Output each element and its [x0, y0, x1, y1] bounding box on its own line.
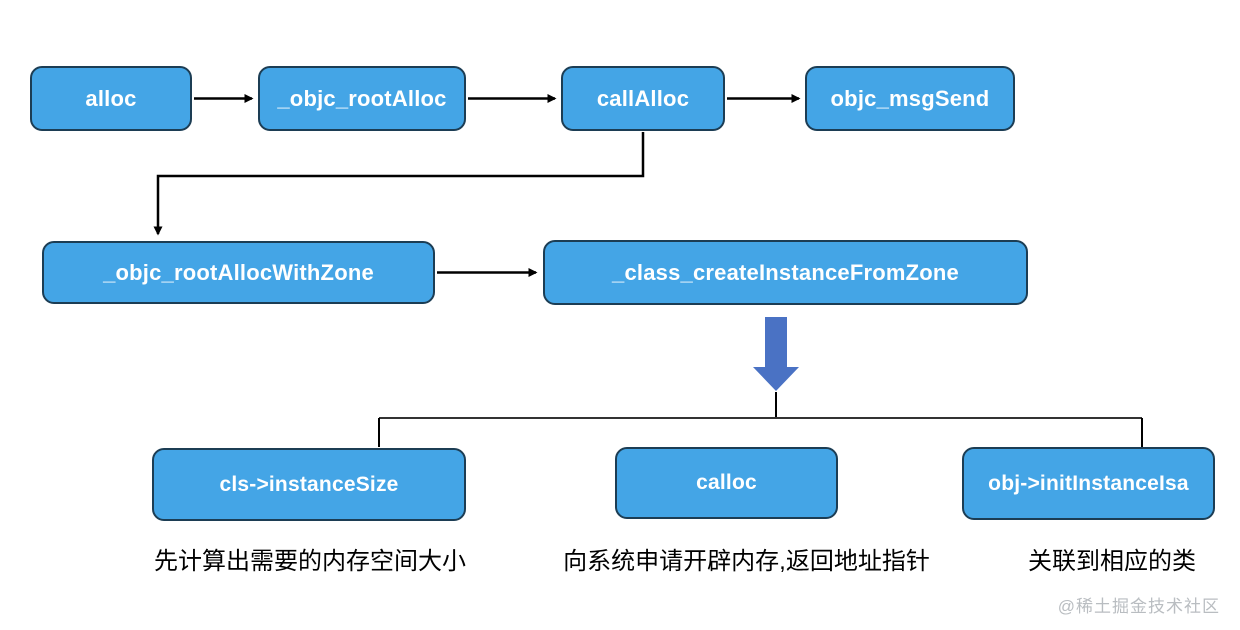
- node-obj-initinstanceisa: obj->initInstanceIsa: [962, 447, 1215, 520]
- node-alloc: alloc: [30, 66, 192, 131]
- node-objc-msgsend: objc_msgSend: [805, 66, 1015, 131]
- node-callalloc: callAlloc: [561, 66, 725, 131]
- caption-cls-instancesize: 先计算出需要的内存空间大小: [154, 548, 466, 575]
- big-down-arrow: [753, 317, 799, 391]
- node-cls-instancesize: cls->instanceSize: [152, 448, 466, 521]
- caption-calloc: 向系统申请开辟内存,返回地址指针: [563, 548, 930, 575]
- caption-obj-initinstanceisa: 关联到相应的类: [1028, 548, 1196, 575]
- node-objc-msgsend-label: objc_msgSend: [830, 85, 990, 111]
- elbow-callalloc-to-rootallocwithzone: [153, 132, 645, 236]
- node-objc-rootalloc-label: _objc_rootAlloc: [277, 85, 447, 111]
- watermark-juejin: @稀土掘金技术社区: [1057, 597, 1220, 616]
- node-objc-rootalloc: _objc_rootAlloc: [258, 66, 466, 131]
- node-calloc: calloc: [615, 447, 838, 519]
- node-class-createinstancefromzone: _class_createInstanceFromZone: [543, 240, 1028, 305]
- node-calloc-label: calloc: [696, 471, 757, 494]
- node-alloc-label: alloc: [85, 85, 137, 111]
- node-objc-rootallocwithzone: _objc_rootAllocWithZone: [42, 241, 435, 304]
- node-callalloc-label: callAlloc: [596, 85, 690, 111]
- node-class-createinstancefromzone-label: _class_createInstanceFromZone: [612, 259, 959, 285]
- node-obj-initinstanceisa-label: obj->initInstanceIsa: [988, 471, 1189, 495]
- node-objc-rootallocwithzone-label: _objc_rootAllocWithZone: [103, 259, 374, 285]
- node-cls-instancesize-label: cls->instanceSize: [219, 472, 399, 496]
